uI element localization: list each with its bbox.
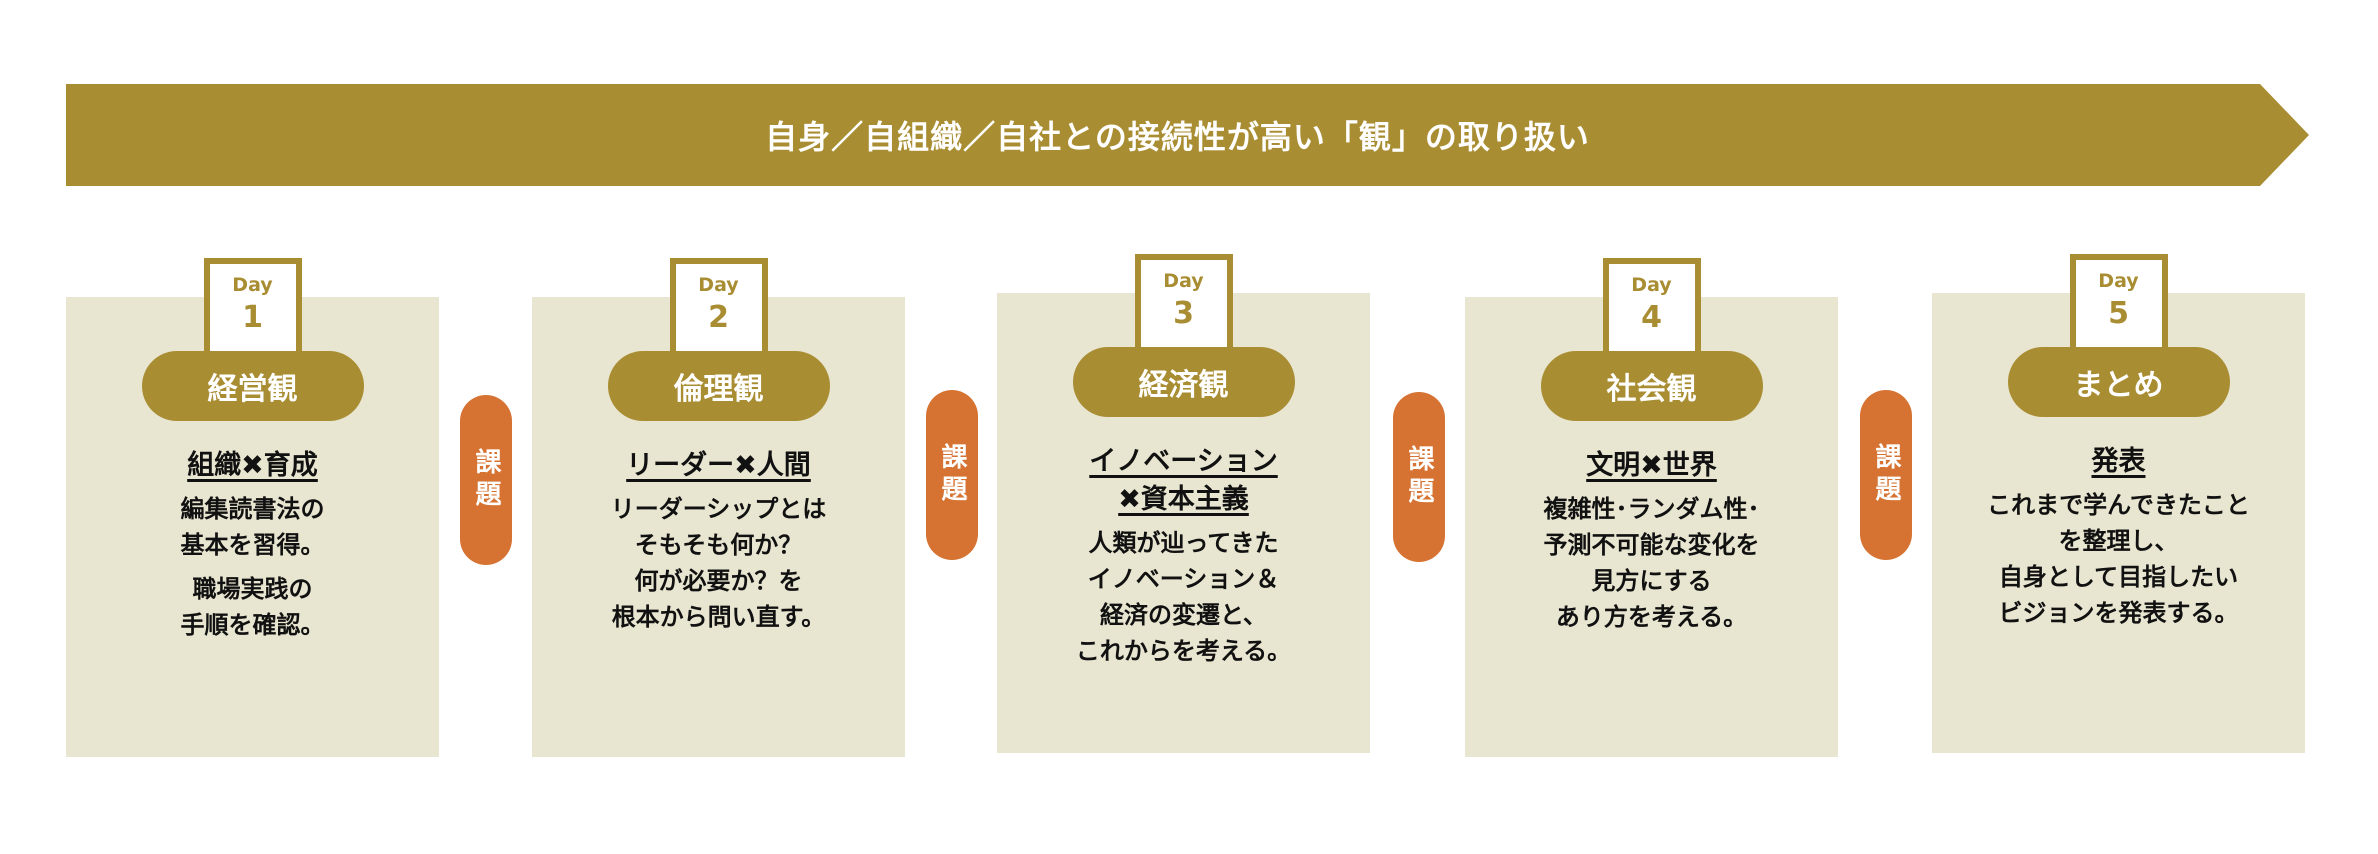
card-heading-block: 文明✖世界 xyxy=(1465,447,1838,485)
card-description: 人類が辿ってきた イノベーション＆ 経済の変遷と、 これからを考える。 xyxy=(1075,529,1292,665)
card-heading: 発表 xyxy=(2091,446,2146,477)
day-number: 3 xyxy=(1173,296,1194,331)
card-content: 組織✖育成 編集読書法の 基本を習得。職場実践の 手順を確認。 xyxy=(66,447,439,651)
theme-pill: 経営観 xyxy=(141,351,364,421)
theme-pill: 社会観 xyxy=(1540,351,1763,421)
assignment-pill: 課題 xyxy=(926,390,978,560)
card-heading: イノベーション xyxy=(1089,446,1278,477)
day-label: Day xyxy=(232,274,273,296)
theme-pill: 経済観 xyxy=(1072,347,1295,417)
card-heading-block: リーダー✖人間 xyxy=(532,447,905,485)
card-description: 編集読書法の 基本を習得。 xyxy=(180,495,325,559)
banner-title: 自身／自組織／自社との接続性が高い「観」の取り扱い xyxy=(765,118,1590,156)
card-body: 編集読書法の 基本を習得。職場実践の 手順を確認。 xyxy=(66,491,439,643)
program-banner: 自身／自組織／自社との接続性が高い「観」の取り扱い xyxy=(66,84,2309,186)
day-label: Day xyxy=(1163,270,1204,292)
day-number: 2 xyxy=(708,300,729,335)
card-body: リーダーシップとは そもそも何か？ 何が必要か？を 根本から問い直す。 xyxy=(532,491,905,635)
card-heading: リーダー✖人間 xyxy=(626,450,811,481)
card-description: これまで学んできたこと を整理し、 自身として目指したい ビジョンを発表する。 xyxy=(1987,491,2250,627)
card-heading: ✖資本主義 xyxy=(1118,484,1249,515)
day-tab: Day 2 xyxy=(669,258,768,354)
day-number: 1 xyxy=(242,300,263,335)
day-card-3: Day 3 経済観 イノベーション ✖資本主義 人類が辿ってきた イノベーション＆… xyxy=(997,254,1370,753)
card-body: 複雑性･ランダム性･ 予測不可能な変化を 見方にする あり方を考える。 xyxy=(1465,491,1838,635)
assignment-pill: 課題 xyxy=(460,395,512,565)
day-card-5: Day 5 まとめ 発表 これまで学んできたこと を整理し、 自身として目指した… xyxy=(1932,254,2305,753)
card-heading: 組織✖育成 xyxy=(187,450,318,481)
day-label: Day xyxy=(698,274,739,296)
day-card-1: Day 1 経営観 組織✖育成 編集読書法の 基本を習得。職場実践の 手順を確認… xyxy=(66,258,439,757)
day-label: Day xyxy=(2098,270,2139,292)
assignment-pill: 課題 xyxy=(1860,390,1912,560)
card-heading: 文明✖世界 xyxy=(1586,450,1717,481)
card-content: 文明✖世界 複雑性･ランダム性･ 予測不可能な変化を 見方にする あり方を考える… xyxy=(1465,447,1838,643)
day-tab: Day 4 xyxy=(1602,258,1701,354)
card-content: 発表 これまで学んできたこと を整理し、 自身として目指したい ビジョンを発表す… xyxy=(1932,443,2305,639)
card-body: これまで学んできたこと を整理し、 自身として目指したい ビジョンを発表する。 xyxy=(1932,487,2305,631)
day-tab: Day 3 xyxy=(1134,254,1233,350)
day-number: 4 xyxy=(1641,300,1662,335)
day-tab: Day 1 xyxy=(203,258,302,354)
card-heading-block: 発表 xyxy=(1932,443,2305,481)
day-card-4: Day 4 社会観 文明✖世界 複雑性･ランダム性･ 予測不可能な変化を 見方に… xyxy=(1465,258,1838,757)
card-description: 複雑性･ランダム性･ 予測不可能な変化を 見方にする あり方を考える。 xyxy=(1543,495,1760,631)
card-description: 職場実践の 手順を確認。 xyxy=(180,575,325,639)
assignment-pill: 課題 xyxy=(1393,392,1445,562)
card-content: リーダー✖人間 リーダーシップとは そもそも何か？ 何が必要か？を 根本から問い… xyxy=(532,447,905,643)
day-number: 5 xyxy=(2108,296,2129,331)
day-label: Day xyxy=(1631,274,1672,296)
day-tab: Day 5 xyxy=(2069,254,2168,350)
card-description: リーダーシップとは そもそも何か？ 何が必要か？を 根本から問い直す。 xyxy=(610,495,827,631)
card-heading-block: イノベーション ✖資本主義 xyxy=(997,443,1370,519)
card-body: 人類が辿ってきた イノベーション＆ 経済の変遷と、 これからを考える。 xyxy=(997,525,1370,669)
card-content: イノベーション ✖資本主義 人類が辿ってきた イノベーション＆ 経済の変遷と、 こ… xyxy=(997,443,1370,677)
card-heading-block: 組織✖育成 xyxy=(66,447,439,485)
theme-pill: まとめ xyxy=(2007,347,2230,417)
day-card-2: Day 2 倫理観 リーダー✖人間 リーダーシップとは そもそも何か？ 何が必要… xyxy=(532,258,905,757)
theme-pill: 倫理観 xyxy=(607,351,830,421)
